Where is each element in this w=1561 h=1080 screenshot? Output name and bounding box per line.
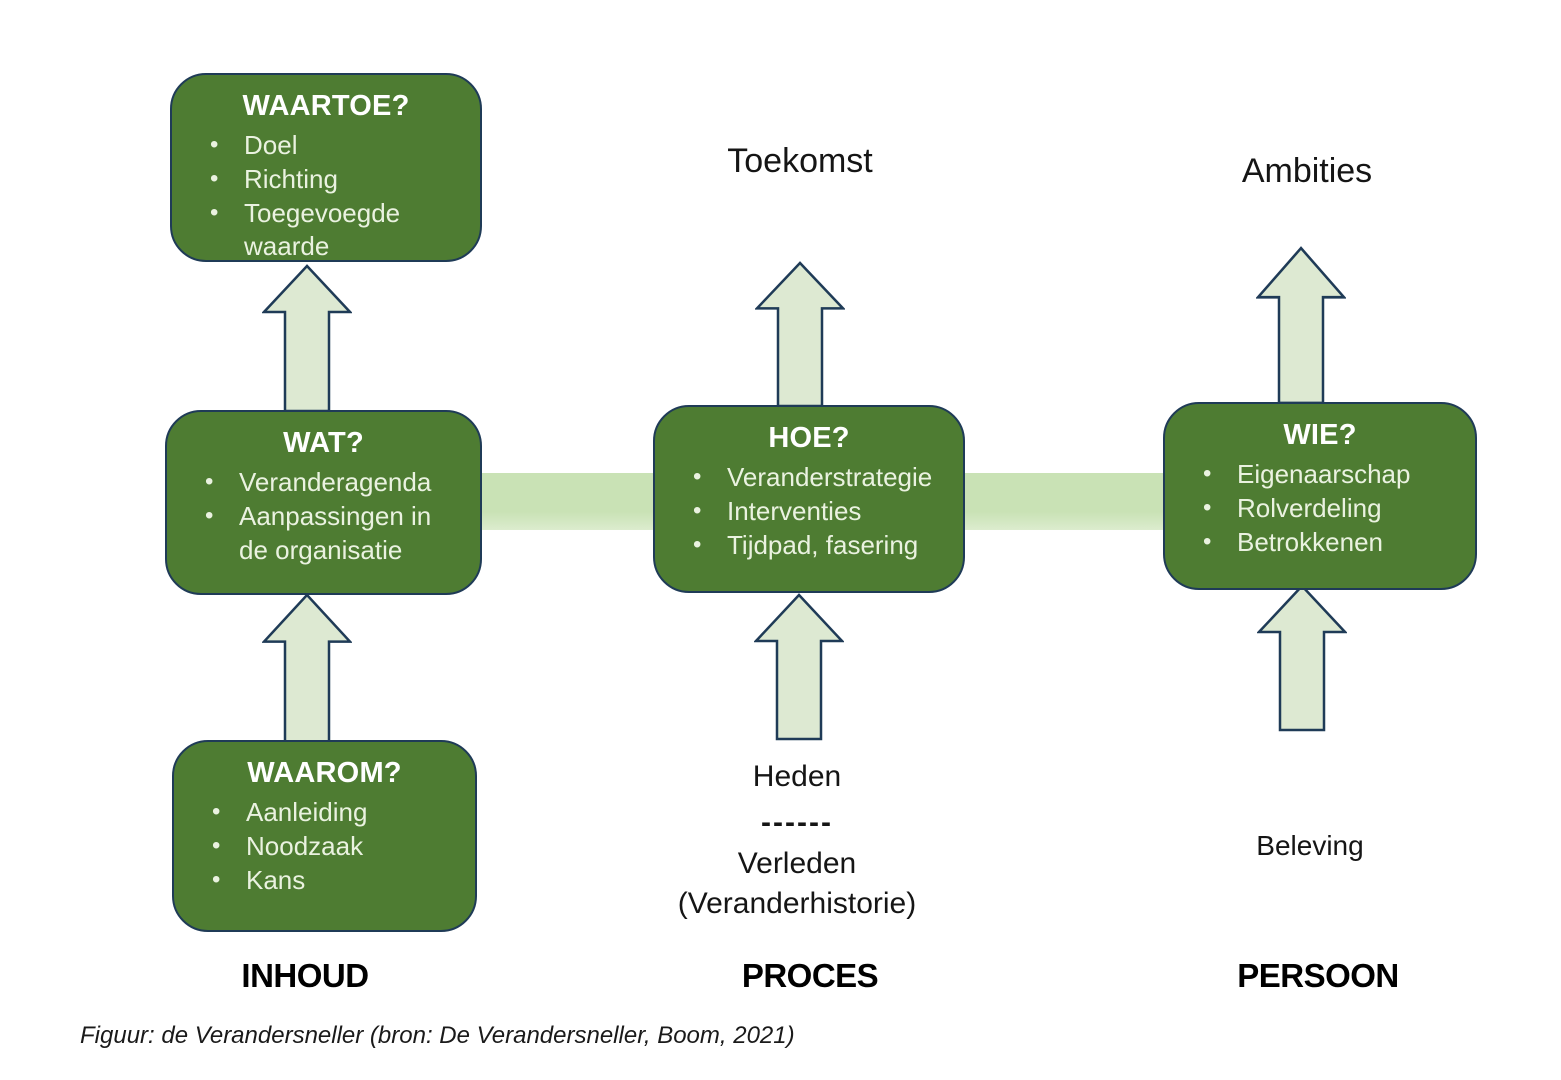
label-heden: Heden bbox=[752, 760, 842, 793]
box-wat-list: Veranderagenda Aanpassingen in de organi… bbox=[167, 466, 480, 567]
label-ambities: Ambities bbox=[1241, 152, 1373, 190]
box-waarom-title: WAAROM? bbox=[247, 757, 402, 789]
bullet-item: Veranderagenda bbox=[205, 466, 462, 500]
box-waartoe-title: WAARTOE? bbox=[242, 90, 410, 122]
box-hoe: HOE? Veranderstrategie Interventies Tijd… bbox=[653, 405, 965, 593]
up-arrow-icon bbox=[1257, 584, 1347, 732]
bullet-item: Rolverdeling bbox=[1203, 492, 1457, 526]
box-waarom: WAAROM? Aanleiding Noodzaak Kans bbox=[172, 740, 477, 932]
bullet-item: Interventies bbox=[693, 495, 945, 529]
bullet-item: Doel bbox=[210, 129, 462, 163]
up-arrow-icon bbox=[262, 264, 352, 412]
box-hoe-title: HOE? bbox=[768, 422, 850, 454]
up-arrow-icon bbox=[755, 261, 845, 407]
label-beleving: Beleving bbox=[1256, 830, 1364, 861]
box-wat-title: WAT? bbox=[283, 427, 364, 459]
bullet-item: Aanpassingen in de organisatie bbox=[205, 500, 462, 568]
connector-bar-wat-hoe bbox=[460, 473, 672, 530]
bullet-item: Noodzaak bbox=[212, 830, 457, 864]
box-wie: WIE? Eigenaarschap Rolverdeling Betrokke… bbox=[1163, 402, 1477, 590]
bullet-item: Eigenaarschap bbox=[1203, 458, 1457, 492]
bullet-item: Veranderstrategie bbox=[693, 461, 945, 495]
bullet-item: Aanleiding bbox=[212, 796, 457, 830]
label-inhoud: INHOUD bbox=[241, 957, 369, 994]
bullet-item: Tijdpad, fasering bbox=[693, 529, 945, 563]
label-verleden: Verleden bbox=[737, 847, 857, 880]
box-wat: WAT? Veranderagenda Aanpassingen in de o… bbox=[165, 410, 482, 595]
bullet-item: Toegevoegde waarde bbox=[210, 197, 462, 265]
figure-caption: Figuur: de Verandersneller (bron: De Ver… bbox=[80, 1022, 795, 1049]
bullet-item: Betrokkenen bbox=[1203, 526, 1457, 560]
label-toekomst: Toekomst bbox=[727, 142, 873, 180]
box-waarom-list: Aanleiding Noodzaak Kans bbox=[174, 796, 475, 897]
box-waartoe-list: Doel Richting Toegevoegde waarde bbox=[172, 129, 480, 264]
up-arrow-icon bbox=[1256, 246, 1346, 404]
box-wie-list: Eigenaarschap Rolverdeling Betrokkenen bbox=[1165, 458, 1475, 559]
label-dashes: ------ bbox=[761, 806, 833, 839]
label-veranderhistorie: (Veranderhistorie) bbox=[677, 887, 917, 920]
up-arrow-icon bbox=[754, 593, 844, 741]
box-waartoe: WAARTOE? Doel Richting Toegevoegde waard… bbox=[170, 73, 482, 262]
label-proces: PROCES bbox=[741, 957, 879, 994]
bullet-item: Kans bbox=[212, 864, 457, 898]
connector-bar-hoe-wie bbox=[950, 473, 1182, 530]
up-arrow-icon bbox=[262, 593, 352, 743]
box-hoe-list: Veranderstrategie Interventies Tijdpad, … bbox=[655, 461, 963, 562]
bullet-item: Richting bbox=[210, 163, 462, 197]
box-wie-title: WIE? bbox=[1283, 419, 1357, 451]
label-persoon: PERSOON bbox=[1237, 957, 1399, 994]
